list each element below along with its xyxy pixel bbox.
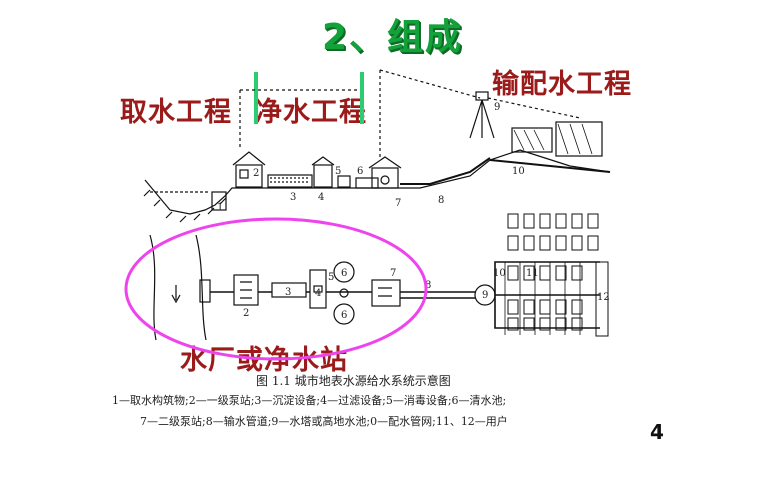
num-10b: 10 [493,268,506,279]
num-12: 12 [597,292,610,303]
num-7b: 7 [390,268,396,279]
num-5b: 5 [328,272,334,283]
slide-title: 2、组成 [322,17,464,58]
num-9b: 9 [482,290,488,301]
num-4b: 4 [315,288,321,299]
num-8: 8 [438,195,444,206]
num-2: 2 [253,168,259,179]
num-6b: 6 [341,268,347,279]
label-intake: 取水工程 [120,97,232,128]
num-6: 6 [357,166,363,177]
label-distribution: 输配水工程 [492,69,632,100]
num-11: 11 [526,268,539,279]
figure-legend-line1: 1—取水构筑物;2—一级泵站;3—沉淀设备;4—过滤设备;5—消毒设备;6—清水… [112,394,507,407]
divider-right [360,72,364,124]
num-3: 3 [290,192,296,203]
num-9: 9 [494,102,500,113]
num-4: 4 [318,192,324,203]
num-5: 5 [335,166,341,177]
section-profile [143,69,611,223]
divider-left [254,72,258,124]
plant-ellipse [124,217,428,361]
num-10: 10 [512,166,525,177]
num-2b: 2 [243,308,249,319]
figure-caption: 图 1.1 城市地表水源给水系统示意图 [256,374,451,388]
num-7: 7 [395,198,401,209]
plan-view [149,213,609,341]
num-3b: 3 [285,287,291,298]
page-number: 4 [650,420,664,444]
num-1: 1 [217,202,223,213]
num-6c: 6 [341,310,347,321]
figure-legend-line2: 7—二级泵站;8—输水管道;9—水塔或高地水池;0—配水管网;11、12—用户 [140,415,508,428]
label-purify: 净水工程 [255,97,367,128]
num-8b: 8 [425,280,431,291]
